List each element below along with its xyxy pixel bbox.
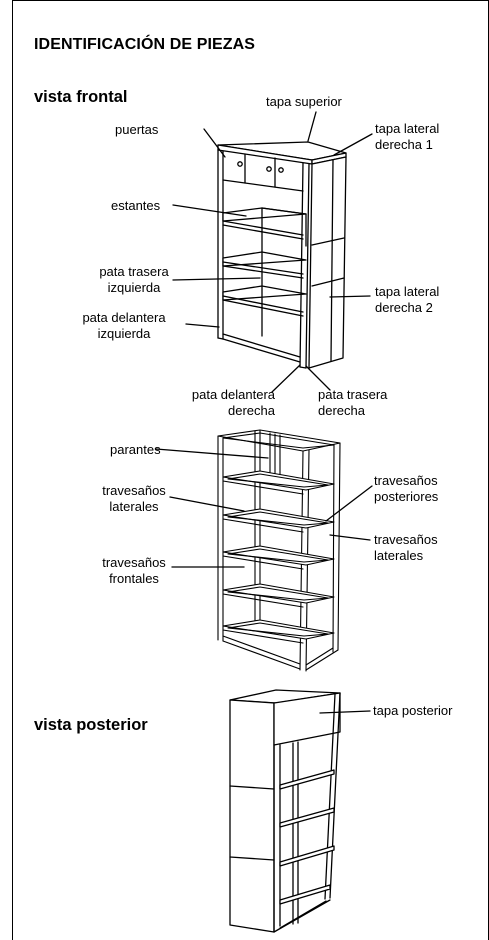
front-view-shelf: [217, 141, 347, 369]
page-title: IDENTIFICACIÓN DE PIEZAS: [34, 36, 256, 53]
section-back-view: vista posterior: [34, 716, 148, 734]
back-view-shelf: [229, 689, 341, 933]
label-estantes: estantes: [111, 198, 161, 213]
front-view-leaders: [172, 111, 373, 393]
frame-view: [217, 429, 341, 672]
label-puertas: puertas: [115, 122, 159, 137]
label-parantes: parantes: [110, 442, 161, 457]
back-view-leaders: [319, 710, 371, 714]
label-tapa-posterior: tapa posterior: [373, 703, 453, 718]
section-front-view: vista frontal: [34, 88, 128, 106]
frame-view-leaders: [155, 448, 373, 568]
label-tapa-superior: tapa superior: [266, 94, 342, 109]
